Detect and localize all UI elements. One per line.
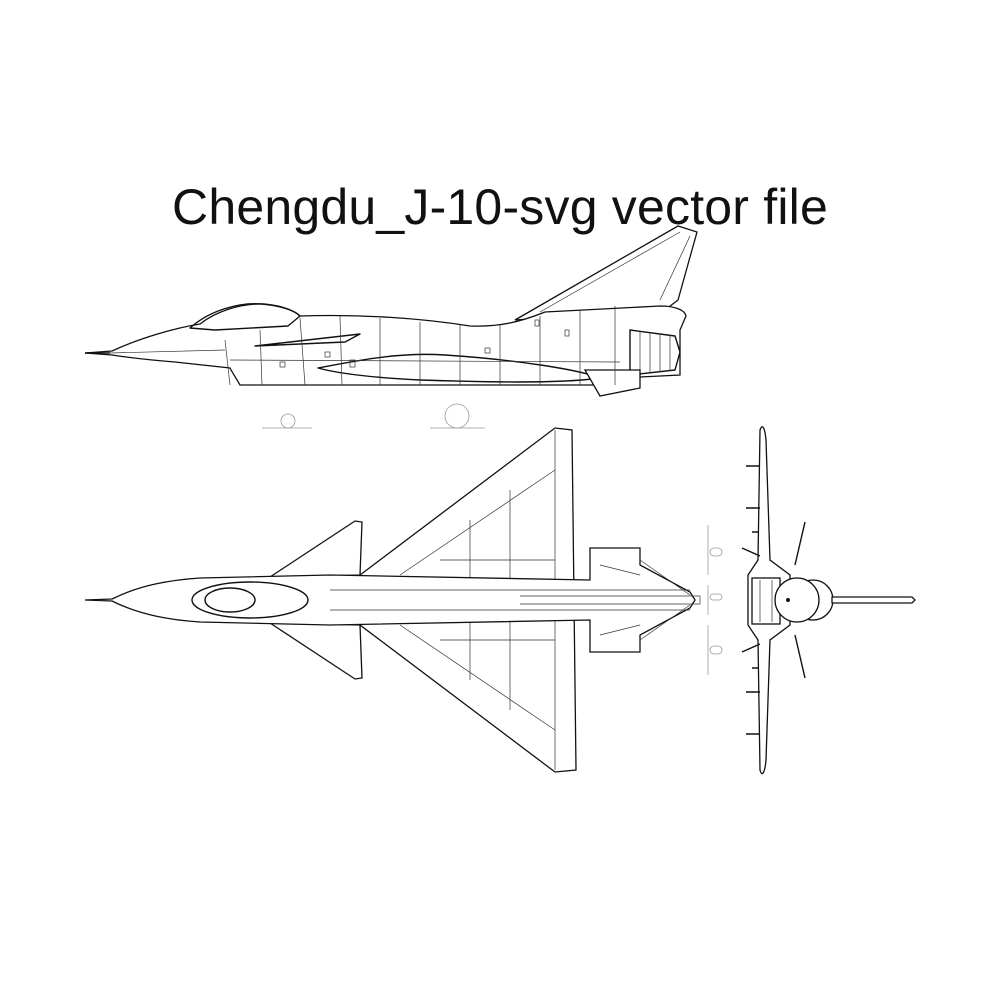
- side-nozzle: [629, 329, 681, 376]
- top-canopy: [191, 581, 309, 619]
- side-canard: [254, 333, 361, 347]
- front-canard-lower: [794, 634, 806, 679]
- side-fin: [514, 225, 698, 321]
- top-canard-lower: [267, 622, 363, 680]
- top-view: [84, 427, 701, 773]
- side-canopy: [189, 303, 301, 331]
- page-title: Chengdu_J-10-svg vector file: [172, 179, 828, 235]
- top-fuselage: [84, 547, 696, 653]
- front-canard-upper: [794, 521, 806, 566]
- front-view: [707, 426, 916, 775]
- top-canard-upper: [267, 520, 363, 578]
- front-fin: [831, 596, 916, 604]
- side-ventral-fin: [583, 369, 641, 397]
- front-fuselage: [774, 577, 820, 623]
- side-view: [84, 225, 698, 397]
- side-landing-gear: [262, 403, 485, 429]
